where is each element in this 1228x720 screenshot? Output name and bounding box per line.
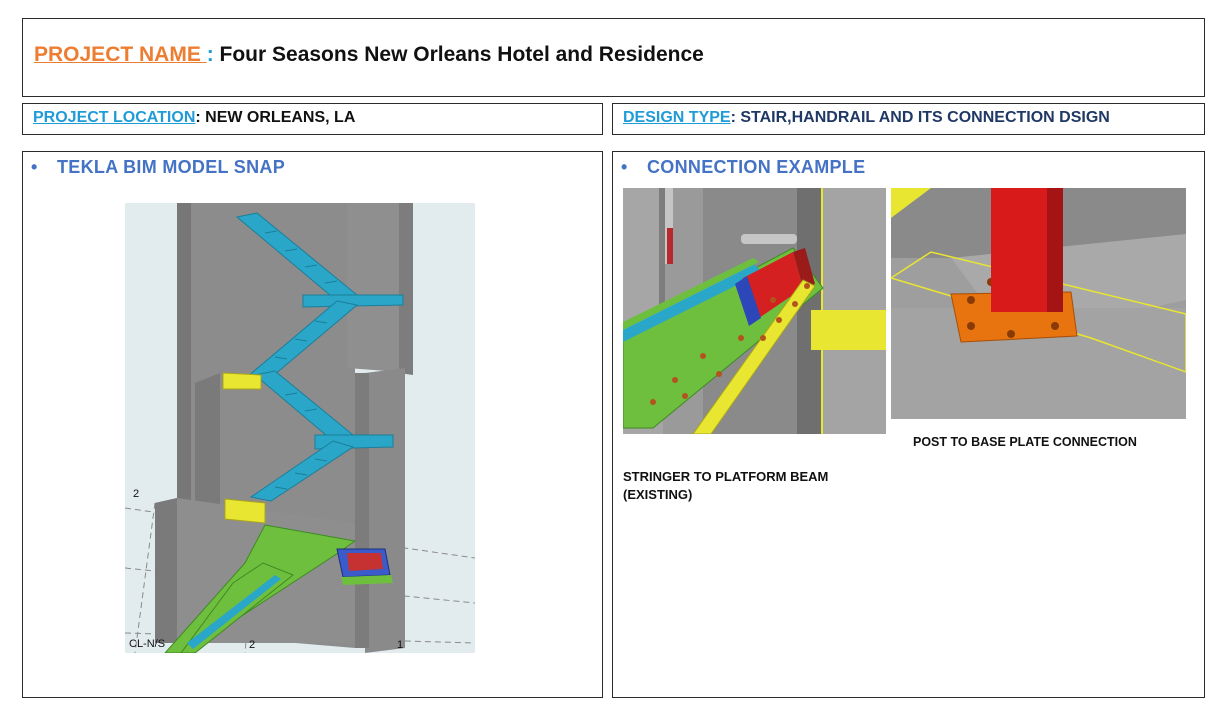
bullet-icon: • bbox=[31, 157, 38, 177]
design-type-line: DESIGN TYPE: STAIR,HANDRAIL AND ITS CONN… bbox=[623, 109, 1110, 127]
bim-model-heading-text: TEKLA BIM MODEL SNAP bbox=[57, 157, 286, 177]
design-type-label: DESIGN TYPE bbox=[623, 109, 731, 126]
design-type-box: DESIGN TYPE: STAIR,HANDRAIL AND ITS CONN… bbox=[612, 103, 1205, 135]
stringer-caption: STRINGER TO PLATFORM BEAM (EXISTING) bbox=[623, 469, 829, 502]
connection-example-panel: • CONNECTION EXAMPLE bbox=[612, 151, 1205, 698]
project-location-value: NEW ORLEANS, LA bbox=[200, 109, 356, 126]
project-name-value: Four Seasons New Orleans Hotel and Resid… bbox=[213, 43, 704, 66]
project-location-separator: : bbox=[195, 109, 201, 126]
project-name-line: PROJECT NAME : Four Seasons New Orleans … bbox=[34, 43, 704, 67]
design-type-value: STAIR,HANDRAIL AND ITS CONNECTION DSIGN bbox=[735, 109, 1110, 126]
project-name-box: PROJECT NAME : Four Seasons New Orleans … bbox=[22, 18, 1205, 97]
grid-label-2-bottom: 2 bbox=[249, 639, 255, 651]
grid-label-1: 1 bbox=[397, 639, 403, 651]
connection-example-heading: • CONNECTION EXAMPLE bbox=[621, 157, 865, 178]
bim-model-heading: • TEKLA BIM MODEL SNAP bbox=[31, 157, 285, 178]
connection-example-heading-text: CONNECTION EXAMPLE bbox=[647, 157, 866, 177]
tekla-model-image: 2 CL-N/S 2 1 bbox=[125, 203, 475, 653]
base-plate-connection-image bbox=[891, 188, 1186, 419]
stringer-connection-image bbox=[623, 188, 886, 434]
design-type-separator: : bbox=[730, 109, 736, 126]
grid-label-2-top: 2 bbox=[133, 488, 139, 500]
bim-model-panel: • TEKLA BIM MODEL SNAP bbox=[22, 151, 603, 698]
project-name-label: PROJECT NAME bbox=[34, 43, 207, 66]
base-plate-caption: POST TO BASE PLATE CONNECTION bbox=[913, 435, 1137, 449]
project-location-box: PROJECT LOCATION: NEW ORLEANS, LA bbox=[22, 103, 603, 135]
project-location-label: PROJECT LOCATION bbox=[33, 109, 196, 126]
grid-label-cl: CL-N/S bbox=[129, 638, 165, 650]
bullet-icon: • bbox=[621, 157, 628, 177]
project-location-line: PROJECT LOCATION: NEW ORLEANS, LA bbox=[33, 109, 355, 127]
project-name-separator: : bbox=[206, 43, 214, 66]
